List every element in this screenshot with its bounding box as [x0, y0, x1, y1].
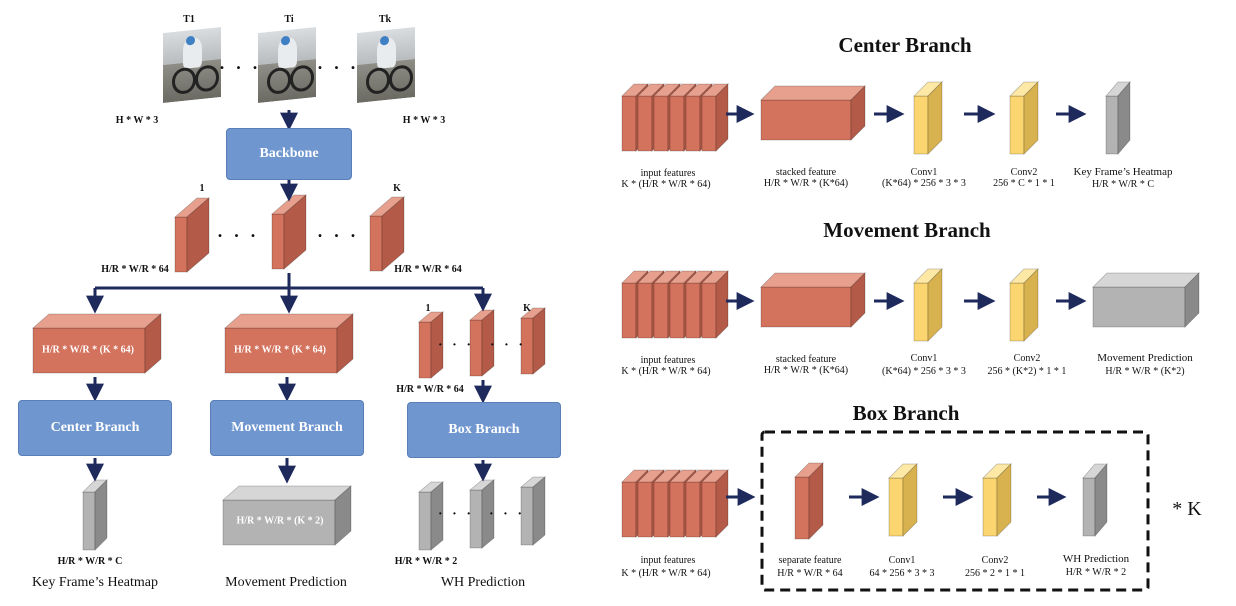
- stacked-feature-center: [31, 313, 163, 374]
- box-conv2: [982, 463, 1012, 537]
- feature-dim-right: H/R * W/R * 64: [394, 264, 462, 275]
- box-output-name: WH Prediction: [1062, 553, 1130, 565]
- box-conv1-dim: 64 * 256 * 3 * 3: [869, 568, 935, 579]
- feature-first-index: 1: [199, 183, 205, 194]
- movement-stacked-feature: [760, 272, 866, 328]
- center-branch-box: Center Branch: [18, 400, 172, 456]
- center-input-feature-6: [701, 83, 729, 152]
- center-conv2: [1009, 81, 1039, 155]
- center-input-name: input features: [640, 168, 696, 179]
- wh-ellipsis-1: · · ·: [437, 507, 475, 522]
- center-stacked-dim: H/R * W/R * (K*64): [763, 178, 849, 189]
- center-conv2-dim: 256 * C * 1 * 1: [993, 178, 1055, 189]
- frame-label-t1: T1: [183, 14, 195, 25]
- box-input-feature-6: [701, 469, 729, 538]
- separate-feature-1: [417, 311, 445, 379]
- wh-output-k: [519, 476, 547, 546]
- movement-output-dim-right: H/R * W/R * (K*2): [1105, 366, 1185, 377]
- stacked-dim-center: H/R * W/R * (K * 64): [41, 344, 135, 356]
- center-output: [1105, 80, 1131, 156]
- box-branch-title: Box Branch: [852, 401, 960, 425]
- heatmap-output: [82, 479, 108, 551]
- frame-label-tk: Tk: [378, 14, 392, 25]
- backbone-box: Backbone: [226, 128, 352, 180]
- backbone-feature-i: [270, 194, 308, 270]
- frame-dim-right: H * W * 3: [402, 115, 446, 126]
- feature-dim-left: H/R * W/R * 64: [101, 264, 169, 275]
- wh-output-1: [417, 481, 445, 551]
- wh-ellipsis-2: · · ·: [488, 507, 526, 522]
- input-frame-tk: [357, 26, 415, 104]
- heatmap-caption: Key Frame’s Heatmap: [32, 575, 158, 590]
- movement-stacked-dim: H/R * W/R * (K*64): [763, 365, 849, 376]
- backbone-feature-k: [368, 196, 406, 272]
- features-ellipsis-1: · · ·: [216, 225, 260, 246]
- center-conv1-dim: (K*64) * 256 * 3 * 3: [882, 178, 966, 189]
- box-conv2-dim: 256 * 2 * 1 * 1: [965, 568, 1025, 579]
- center-conv1: [913, 81, 943, 155]
- movement-conv2: [1009, 268, 1039, 342]
- box-output-dim: H/R * W/R * 2: [1065, 567, 1127, 578]
- box-separate-dim: H/R * W/R * 64: [777, 568, 843, 579]
- features-ellipsis-2: · · ·: [316, 225, 360, 246]
- box-repeat-label: * K: [1172, 498, 1202, 520]
- heatmap-dim: H/R * W/R * C: [57, 556, 123, 567]
- separate-feature-i: [468, 309, 496, 377]
- frame-dim-left: H * W * 3: [115, 115, 159, 126]
- movement-output: [1092, 272, 1200, 328]
- center-input-dim: K * (H/R * W/R * 64): [621, 179, 711, 190]
- box-conv1: [888, 463, 918, 537]
- separate-dim: H/R * W/R * 64: [396, 384, 464, 395]
- separate-ellipsis-1: · · ·: [437, 338, 475, 353]
- movement-stacked-name: stacked feature: [775, 354, 837, 365]
- center-stacked-name: stacked feature: [775, 167, 837, 178]
- box-conv1-name: Conv1: [888, 555, 916, 566]
- movement-input-dim: K * (H/R * W/R * 64): [621, 366, 711, 377]
- movement-conv2-dim: 256 * (K*2) * 1 * 1: [987, 366, 1067, 377]
- feature-last-index: K: [393, 183, 401, 194]
- movement-branch-box: Movement Branch: [210, 400, 364, 456]
- separate-ellipsis-2: · · ·: [489, 338, 527, 353]
- movement-output-dim: H/R * W/R * (K * 2): [236, 515, 324, 527]
- movement-input-feature-6: [701, 270, 729, 339]
- wh-caption: WH Prediction: [440, 575, 526, 590]
- movement-input-name: input features: [640, 355, 696, 366]
- separate-first-index: 1: [425, 303, 431, 314]
- center-conv1-name: Conv1: [910, 167, 938, 178]
- box-input-dim: K * (H/R * W/R * 64): [621, 568, 711, 579]
- separate-last-index: K: [523, 303, 531, 314]
- center-output-name: Key Frame’s Heatmap: [1073, 166, 1173, 178]
- center-output-dim: H/R * W/R * C: [1091, 179, 1155, 190]
- center-stacked-feature: [760, 85, 866, 141]
- box-separate-name: separate feature: [778, 555, 842, 566]
- box-wh-output: [1082, 462, 1108, 538]
- input-frame-ti: [258, 26, 316, 104]
- stacked-feature-movement: [223, 313, 355, 374]
- box-input-name: input features: [640, 555, 696, 566]
- wh-output-i: [468, 479, 496, 549]
- movement-conv1-dim: (K*64) * 256 * 3 * 3: [882, 366, 966, 377]
- wh-dim: H/R * W/R * 2: [394, 556, 458, 567]
- box-branch-box: Box Branch: [407, 402, 561, 458]
- movement-conv1-name: Conv1: [910, 353, 938, 364]
- stacked-dim-movement: H/R * W/R * (K * 64): [233, 344, 327, 356]
- movement-caption: Movement Prediction: [225, 575, 347, 590]
- frames-ellipsis-1: · · ·: [218, 57, 262, 78]
- frames-ellipsis-2: · · ·: [316, 57, 360, 78]
- frame-label-ti: Ti: [284, 14, 294, 25]
- box-conv2-name: Conv2: [981, 555, 1009, 566]
- movement-output: [221, 485, 353, 546]
- backbone-feature-1: [173, 197, 211, 273]
- movement-conv1: [913, 268, 943, 342]
- box-separate-feature: [794, 462, 824, 540]
- movement-output-name: Movement Prediction: [1097, 352, 1193, 364]
- movement-branch-title: Movement Branch: [823, 218, 991, 242]
- separate-feature-k: [519, 307, 547, 375]
- input-frame-t1: [163, 26, 221, 104]
- movement-conv2-name: Conv2: [1013, 353, 1041, 364]
- center-branch-title: Center Branch: [838, 33, 972, 57]
- center-conv2-name: Conv2: [1010, 167, 1038, 178]
- box-branch-repeat-frame: [760, 430, 1150, 592]
